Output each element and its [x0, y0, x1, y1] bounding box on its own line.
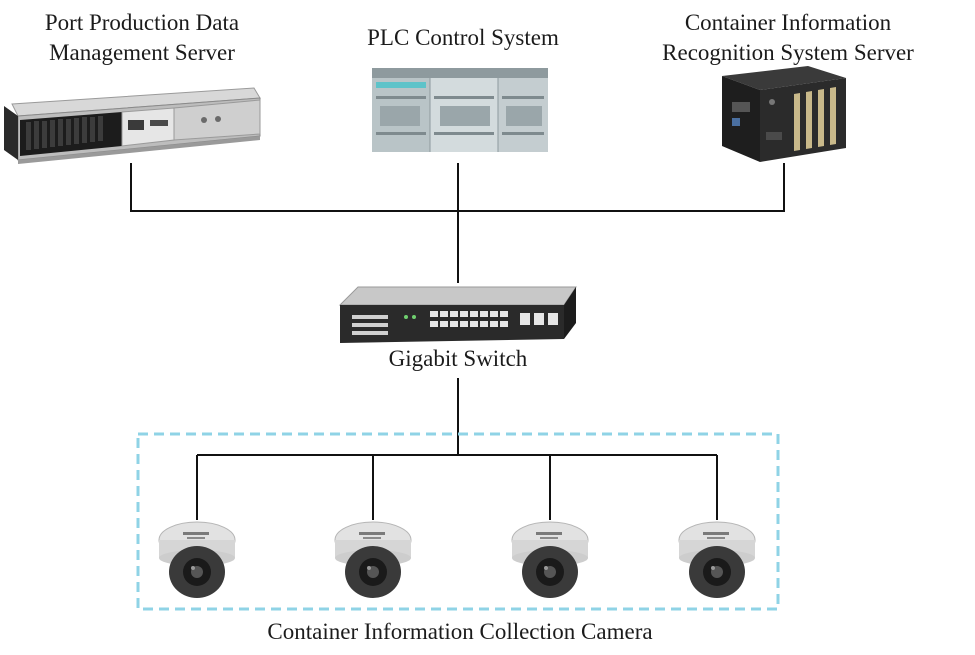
industrial-pc-icon	[722, 62, 846, 164]
dome-camera-icon	[333, 518, 413, 602]
recognition-server-label-line-2: Recognition System Server	[662, 40, 914, 65]
dome-camera-icon	[157, 518, 237, 602]
plc-label-line-1: PLC Control System	[367, 25, 559, 50]
switch-label: Gigabit Switch	[330, 344, 586, 374]
recognition-server-label-line-1: Container Information	[684, 10, 892, 35]
network-switch-icon	[338, 283, 578, 345]
rack-server-icon	[4, 76, 262, 164]
port-server-label: Port Production Data Management Server	[0, 8, 284, 68]
switch-label-line-1: Gigabit Switch	[388, 346, 528, 371]
port-server-label-line-2: Management Server	[49, 40, 235, 65]
plc-label: PLC Control System	[313, 23, 613, 53]
camera-group-label-line-1: Container Information Collection Camera	[267, 619, 653, 644]
camera-group-border	[136, 432, 780, 611]
dome-camera-icon	[677, 518, 757, 602]
camera-group-label: Container Information Collection Camera	[180, 617, 740, 647]
dome-camera-icon	[510, 518, 590, 602]
recognition-server-label: Container Information Recognition System…	[628, 8, 948, 68]
plc-module-icon	[372, 68, 548, 152]
port-server-label-line-1: Port Production Data	[44, 10, 240, 35]
